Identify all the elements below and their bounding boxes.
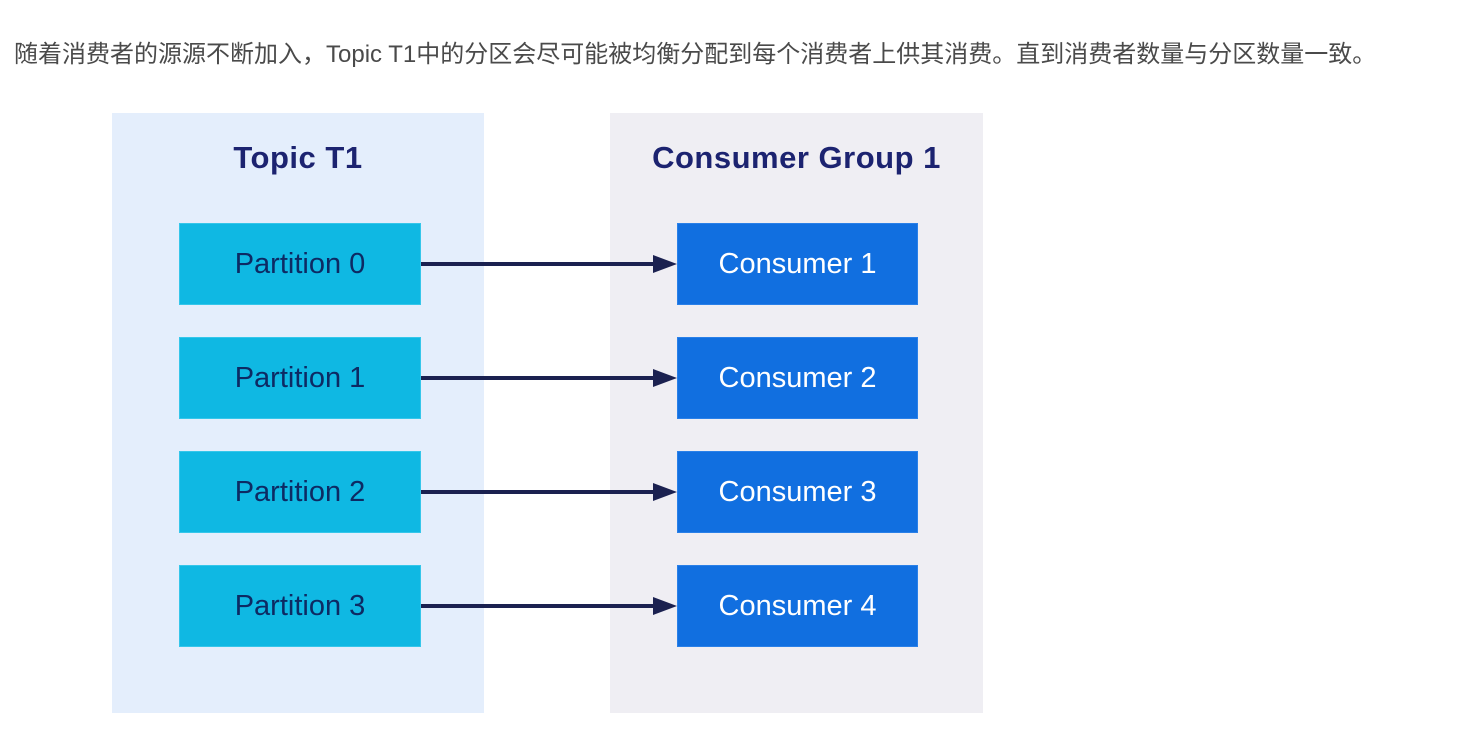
consumer-box: Consumer 1 <box>677 223 918 305</box>
partition-box: Partition 1 <box>179 337 421 419</box>
partition-box: Partition 0 <box>179 223 421 305</box>
description-text: 随着消费者的源源不断加入，Topic T1中的分区会尽可能被均衡分配到每个消费者… <box>14 41 1377 68</box>
partition-box: Partition 2 <box>179 451 421 533</box>
consumer-box: Consumer 2 <box>677 337 918 419</box>
topic-panel: Topic T1 Partition 0 Partition 1 Partition… <box>112 113 484 713</box>
consumer-box: Consumer 4 <box>677 565 918 647</box>
consumer-group-panel: Consumer Group 1 Consumer 1 Consumer 2 Con… <box>610 113 983 713</box>
consumer-group-panel-title: Consumer Group 1 <box>652 140 941 175</box>
topic-panel-title: Topic T1 <box>233 140 363 175</box>
partition-box: Partition 3 <box>179 565 421 647</box>
consumer-box: Consumer 3 <box>677 451 918 533</box>
